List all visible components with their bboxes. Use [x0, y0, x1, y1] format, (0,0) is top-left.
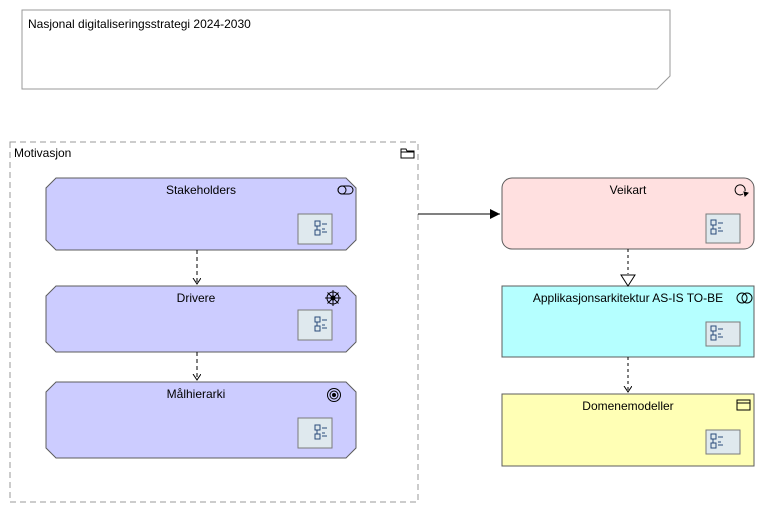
drivere-element[interactable] [45, 285, 357, 353]
realization-arrowhead [620, 274, 636, 287]
note-text: Nasjonal digitaliseringsstrategi 2024-20… [28, 17, 251, 31]
applikasjon-label: Applikasjonsarkitektur AS-IS TO-BE [532, 291, 724, 305]
view-reference-icon[interactable] [297, 417, 333, 449]
work-package-icon [734, 184, 749, 197]
view-reference-icon[interactable] [297, 213, 333, 245]
stakeholders-element[interactable] [45, 177, 357, 251]
data-object-icon [736, 399, 751, 411]
domenemodeller-label: Domenemodeller [582, 399, 674, 413]
veikart-label: Veikart [609, 183, 647, 197]
folder-icon [400, 148, 415, 159]
malhierarki-element[interactable] [45, 381, 357, 459]
stakeholders-label: Stakeholders [165, 183, 237, 197]
drivere-label: Drivere [176, 291, 216, 305]
malhierarki-label: Målhierarki [166, 387, 226, 401]
driver-icon [325, 290, 341, 306]
note-box[interactable] [21, 9, 671, 90]
view-reference-icon[interactable] [705, 429, 741, 455]
application-collaboration-icon [736, 292, 753, 304]
view-reference-icon[interactable] [297, 309, 333, 341]
view-reference-icon[interactable] [705, 321, 741, 347]
goal-icon [327, 388, 341, 402]
group-label: Motivasjon [14, 146, 72, 160]
view-reference-icon[interactable] [705, 213, 741, 244]
stakeholder-icon [337, 185, 354, 195]
